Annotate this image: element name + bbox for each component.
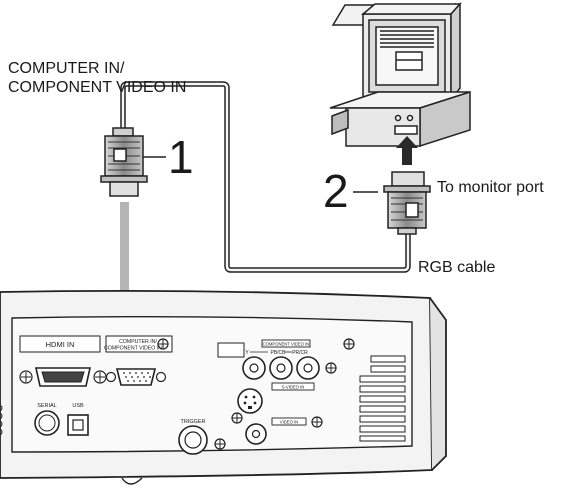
vga-plug-2 [383, 171, 431, 235]
label-step-1: 1 [168, 131, 194, 183]
panel-s-video-in: S-VIDEO IN [282, 385, 305, 390]
label-rgb-cable: RGB cable [418, 259, 496, 276]
panel-hdmi-in: HDMI IN [46, 340, 75, 349]
panel-pr-cr: PR/CR [292, 350, 308, 356]
computer-illustration [329, 2, 471, 148]
panel-usb: USB [72, 403, 84, 409]
label-computer-in: COMPUTER IN/ [8, 60, 125, 77]
panel-computer-in-2: COMPONENT VIDEO IN [104, 346, 162, 352]
panel-computer-in-1: COMPUTER IN/ [119, 339, 157, 345]
projector-illustration: HDMI IN COMPUTER IN/ COMPONENT VIDEO IN … [0, 289, 447, 485]
vga-plug-1 [100, 127, 148, 197]
panel-video-in: VIDEO IN [280, 420, 298, 425]
panel-component-video-in: COMPONENT VIDEO IN [263, 342, 310, 347]
label-component-video-in: COMPONENT VIDEO IN [8, 79, 187, 96]
panel-y: Y [245, 350, 249, 356]
connect-arrow-1 [120, 202, 129, 372]
panel-serial: SERIAL [37, 403, 57, 409]
label-to-monitor-port: To monitor port [437, 179, 544, 196]
label-step-2: 2 [323, 165, 349, 217]
panel-trigger: TRIGGER [180, 419, 205, 425]
connect-arrow-2 [396, 136, 418, 165]
panel-pb-cb: PB/CB [270, 350, 286, 356]
